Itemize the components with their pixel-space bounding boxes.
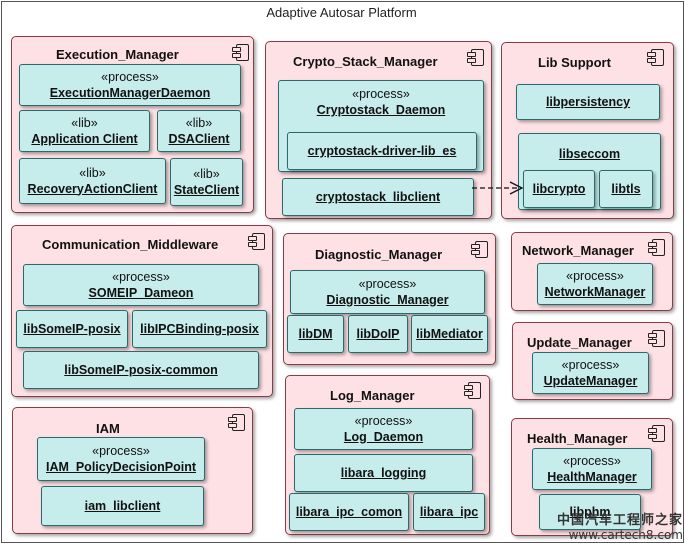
stereotype: «process» bbox=[561, 357, 620, 372]
stereotype: «process» bbox=[354, 413, 413, 428]
component-icon bbox=[467, 49, 484, 66]
component-name: iam_libclient bbox=[84, 499, 161, 513]
component-name: libDM bbox=[298, 327, 333, 341]
stereotype: «process» bbox=[101, 69, 159, 84]
component-recovery-action-client[interactable]: «lib» RecoveryActionClient bbox=[19, 158, 166, 204]
component-icon bbox=[647, 49, 664, 66]
component-log-daemon[interactable]: «process» Log_Daemon bbox=[294, 408, 473, 450]
component-name: Application Client bbox=[31, 131, 138, 146]
stereotype: «process» bbox=[112, 269, 170, 284]
component-libara-ipc[interactable]: libara_ipc bbox=[413, 493, 485, 531]
component-libara-logging[interactable]: libara_logging bbox=[294, 454, 473, 492]
watermark-text: 中国汽车工程师之家 bbox=[556, 513, 683, 528]
component-name: libSomeIP-posix-common bbox=[64, 363, 218, 377]
package-title: Crypto_Stack_Manager bbox=[293, 54, 438, 69]
component-health-manager-process[interactable]: «process» HealthManager bbox=[532, 448, 652, 490]
component-libsomeip-posix-common[interactable]: libSomeIP-posix-common bbox=[23, 351, 259, 389]
watermark: 中国汽车工程师之家 www.cartech8.com bbox=[557, 509, 683, 542]
component-name: libIPCBinding-posix bbox=[140, 322, 259, 336]
component-name: libDoIP bbox=[356, 327, 400, 341]
component-application-client[interactable]: «lib» Application Client bbox=[19, 110, 150, 152]
component-update-manager-process[interactable]: «process» UpdateManager bbox=[532, 352, 649, 394]
component-cryptostack-driver-lib[interactable]: cryptostack-driver-lib_es bbox=[287, 132, 477, 170]
component-icon bbox=[648, 425, 665, 442]
component-name: libara_ipc_comon bbox=[295, 505, 403, 519]
component-iam-policy-decision-point[interactable]: «process» IAM_PolicyDecisionPoint bbox=[37, 437, 205, 481]
package-title: Health_Manager bbox=[527, 431, 628, 446]
component-name: HealthManager bbox=[547, 469, 637, 484]
package-title: IAM bbox=[96, 421, 120, 436]
watermark-url: www.cartech8.com bbox=[568, 528, 683, 542]
package-title: Log_Manager bbox=[330, 388, 415, 403]
component-name: Diagnostic_Manager bbox=[326, 292, 449, 307]
component-libipcbinding-posix[interactable]: libIPCBinding-posix bbox=[132, 310, 267, 348]
package-title: Communication_Middleware bbox=[42, 237, 219, 252]
component-name: DSAClient bbox=[168, 131, 230, 146]
component-diagnostic-manager-process[interactable]: «process» Diagnostic_Manager bbox=[290, 270, 485, 314]
component-name: libara_logging bbox=[340, 466, 427, 480]
component-name: NetworkManager bbox=[544, 284, 646, 299]
component-name: IAM_PolicyDecisionPoint bbox=[45, 459, 197, 474]
component-libtls[interactable]: libtls bbox=[599, 170, 653, 208]
component-libmediator[interactable]: libMediator bbox=[411, 315, 488, 353]
component-icon bbox=[228, 414, 245, 431]
stereotype: «lib» bbox=[79, 165, 106, 180]
package-title: Lib Support bbox=[538, 55, 611, 70]
stereotype: «process» bbox=[358, 276, 417, 291]
component-name: SOMEIP_Dameon bbox=[88, 285, 194, 300]
component-cryptostack-libclient[interactable]: cryptostack_libclient bbox=[282, 178, 474, 216]
component-libpersistency[interactable]: libpersistency bbox=[516, 84, 660, 120]
component-icon bbox=[464, 382, 481, 399]
stereotype: «process» bbox=[563, 453, 621, 468]
component-dsa-client[interactable]: «lib» DSAClient bbox=[157, 110, 241, 152]
component-name: libseccom bbox=[558, 147, 621, 161]
stereotype: «lib» bbox=[193, 166, 220, 181]
component-icon bbox=[232, 44, 249, 61]
component-name: libpersistency bbox=[545, 95, 631, 109]
component-libphm[interactable]: libphm bbox=[539, 494, 641, 530]
component-name: cryptostack-driver-lib_es bbox=[307, 144, 457, 158]
stereotype: «process» bbox=[92, 443, 150, 458]
component-iam-libclient[interactable]: iam_libclient bbox=[41, 486, 204, 526]
component-icon bbox=[648, 330, 665, 347]
component-name: libMediator bbox=[416, 327, 483, 341]
component-icon bbox=[248, 233, 265, 250]
package-title: Execution_Manager bbox=[56, 47, 179, 62]
component-name: Cryptostack_Daemon bbox=[316, 103, 446, 117]
component-name: UpdateManager bbox=[543, 373, 638, 388]
component-icon bbox=[648, 239, 665, 256]
component-libcrypto[interactable]: libcrypto bbox=[523, 170, 595, 208]
component-name: libcrypto bbox=[532, 182, 586, 196]
package-title: Diagnostic_Manager bbox=[315, 247, 443, 262]
package-title: Update_Manager bbox=[527, 335, 632, 350]
stereotype: «process» bbox=[566, 268, 624, 283]
package-title: Network_Manager bbox=[522, 243, 634, 258]
component-libdm[interactable]: libDM bbox=[287, 315, 344, 353]
component-name: libSomeIP-posix bbox=[23, 322, 121, 336]
component-libsomeip-posix[interactable]: libSomeIP-posix bbox=[16, 310, 128, 348]
component-state-client[interactable]: «lib» StateClient bbox=[170, 158, 243, 206]
component-name: libtls bbox=[611, 182, 641, 196]
component-name: Log_Daemon bbox=[343, 429, 424, 444]
component-icon bbox=[471, 241, 488, 258]
stereotype: «lib» bbox=[71, 115, 98, 130]
component-someip-daemon[interactable]: «process» SOMEIP_Dameon bbox=[23, 264, 259, 306]
stereotype: «lib» bbox=[185, 115, 213, 130]
component-execution-manager-daemon[interactable]: «process» ExecutionManagerDaemon bbox=[19, 64, 241, 106]
component-network-manager-process[interactable]: «process» NetworkManager bbox=[537, 263, 653, 305]
component-name: libara_ipc bbox=[419, 505, 479, 519]
component-name: libphm bbox=[569, 505, 611, 519]
component-name: StateClient bbox=[173, 182, 240, 197]
stereotype: «process» bbox=[352, 87, 410, 101]
frame-title: Adaptive Autosar Platform bbox=[266, 5, 417, 20]
component-name: RecoveryActionClient bbox=[27, 181, 158, 196]
component-name: cryptostack_libclient bbox=[315, 190, 441, 204]
component-libdoip[interactable]: libDoIP bbox=[348, 315, 408, 353]
component-libara-ipc-comon[interactable]: libara_ipc_comon bbox=[289, 493, 409, 531]
component-name: ExecutionManagerDaemon bbox=[49, 85, 211, 100]
